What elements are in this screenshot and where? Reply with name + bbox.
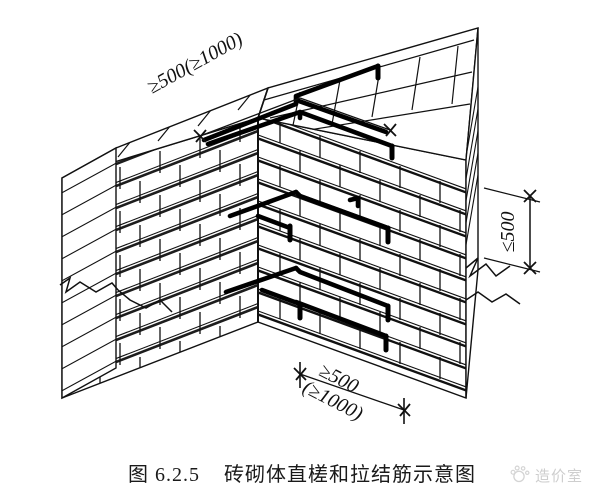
right-wall-course-shadows (258, 118, 466, 397)
wall-break-line-left (59, 276, 173, 313)
watermark-text: 造价室 (535, 467, 584, 485)
lap-length-top-label: ≥500(≥1000) (144, 28, 247, 98)
tie-bar-level2-tail (227, 189, 299, 219)
tie-bar-level3-tail (223, 265, 299, 295)
figure-caption: 图 6.2.5 砖砌体直槎和拉结筋示意图 (128, 464, 476, 486)
tie-bar-spacing-label: ≤500 (497, 212, 519, 253)
right-wall-end-courses (466, 51, 478, 269)
figure-caption-bar: 图 6.2.5 砖砌体直槎和拉结筋示意图 (0, 452, 604, 500)
right-wall-head-joints (279, 121, 461, 379)
left-wall-brickwork (61, 86, 270, 400)
masonry-isometric-drawing: ≥500(≥1000) ≥500 (≥1000) ≤500 (59, 27, 541, 425)
watermark: 造价室 (508, 462, 583, 488)
right-wall-top-bricks (263, 39, 475, 137)
right-wall-brickwork (257, 27, 479, 400)
wall-break-line-right (465, 257, 521, 305)
tie-bar-spacing-dimension: ≤500 (483, 187, 541, 275)
tie-bar-level1-link (293, 97, 389, 135)
left-wall-end-courses (62, 159, 116, 395)
tie-bar-level2-hook (347, 195, 361, 209)
tie-bar-hook-ends (287, 63, 395, 353)
paw-logo-icon (510, 465, 530, 483)
